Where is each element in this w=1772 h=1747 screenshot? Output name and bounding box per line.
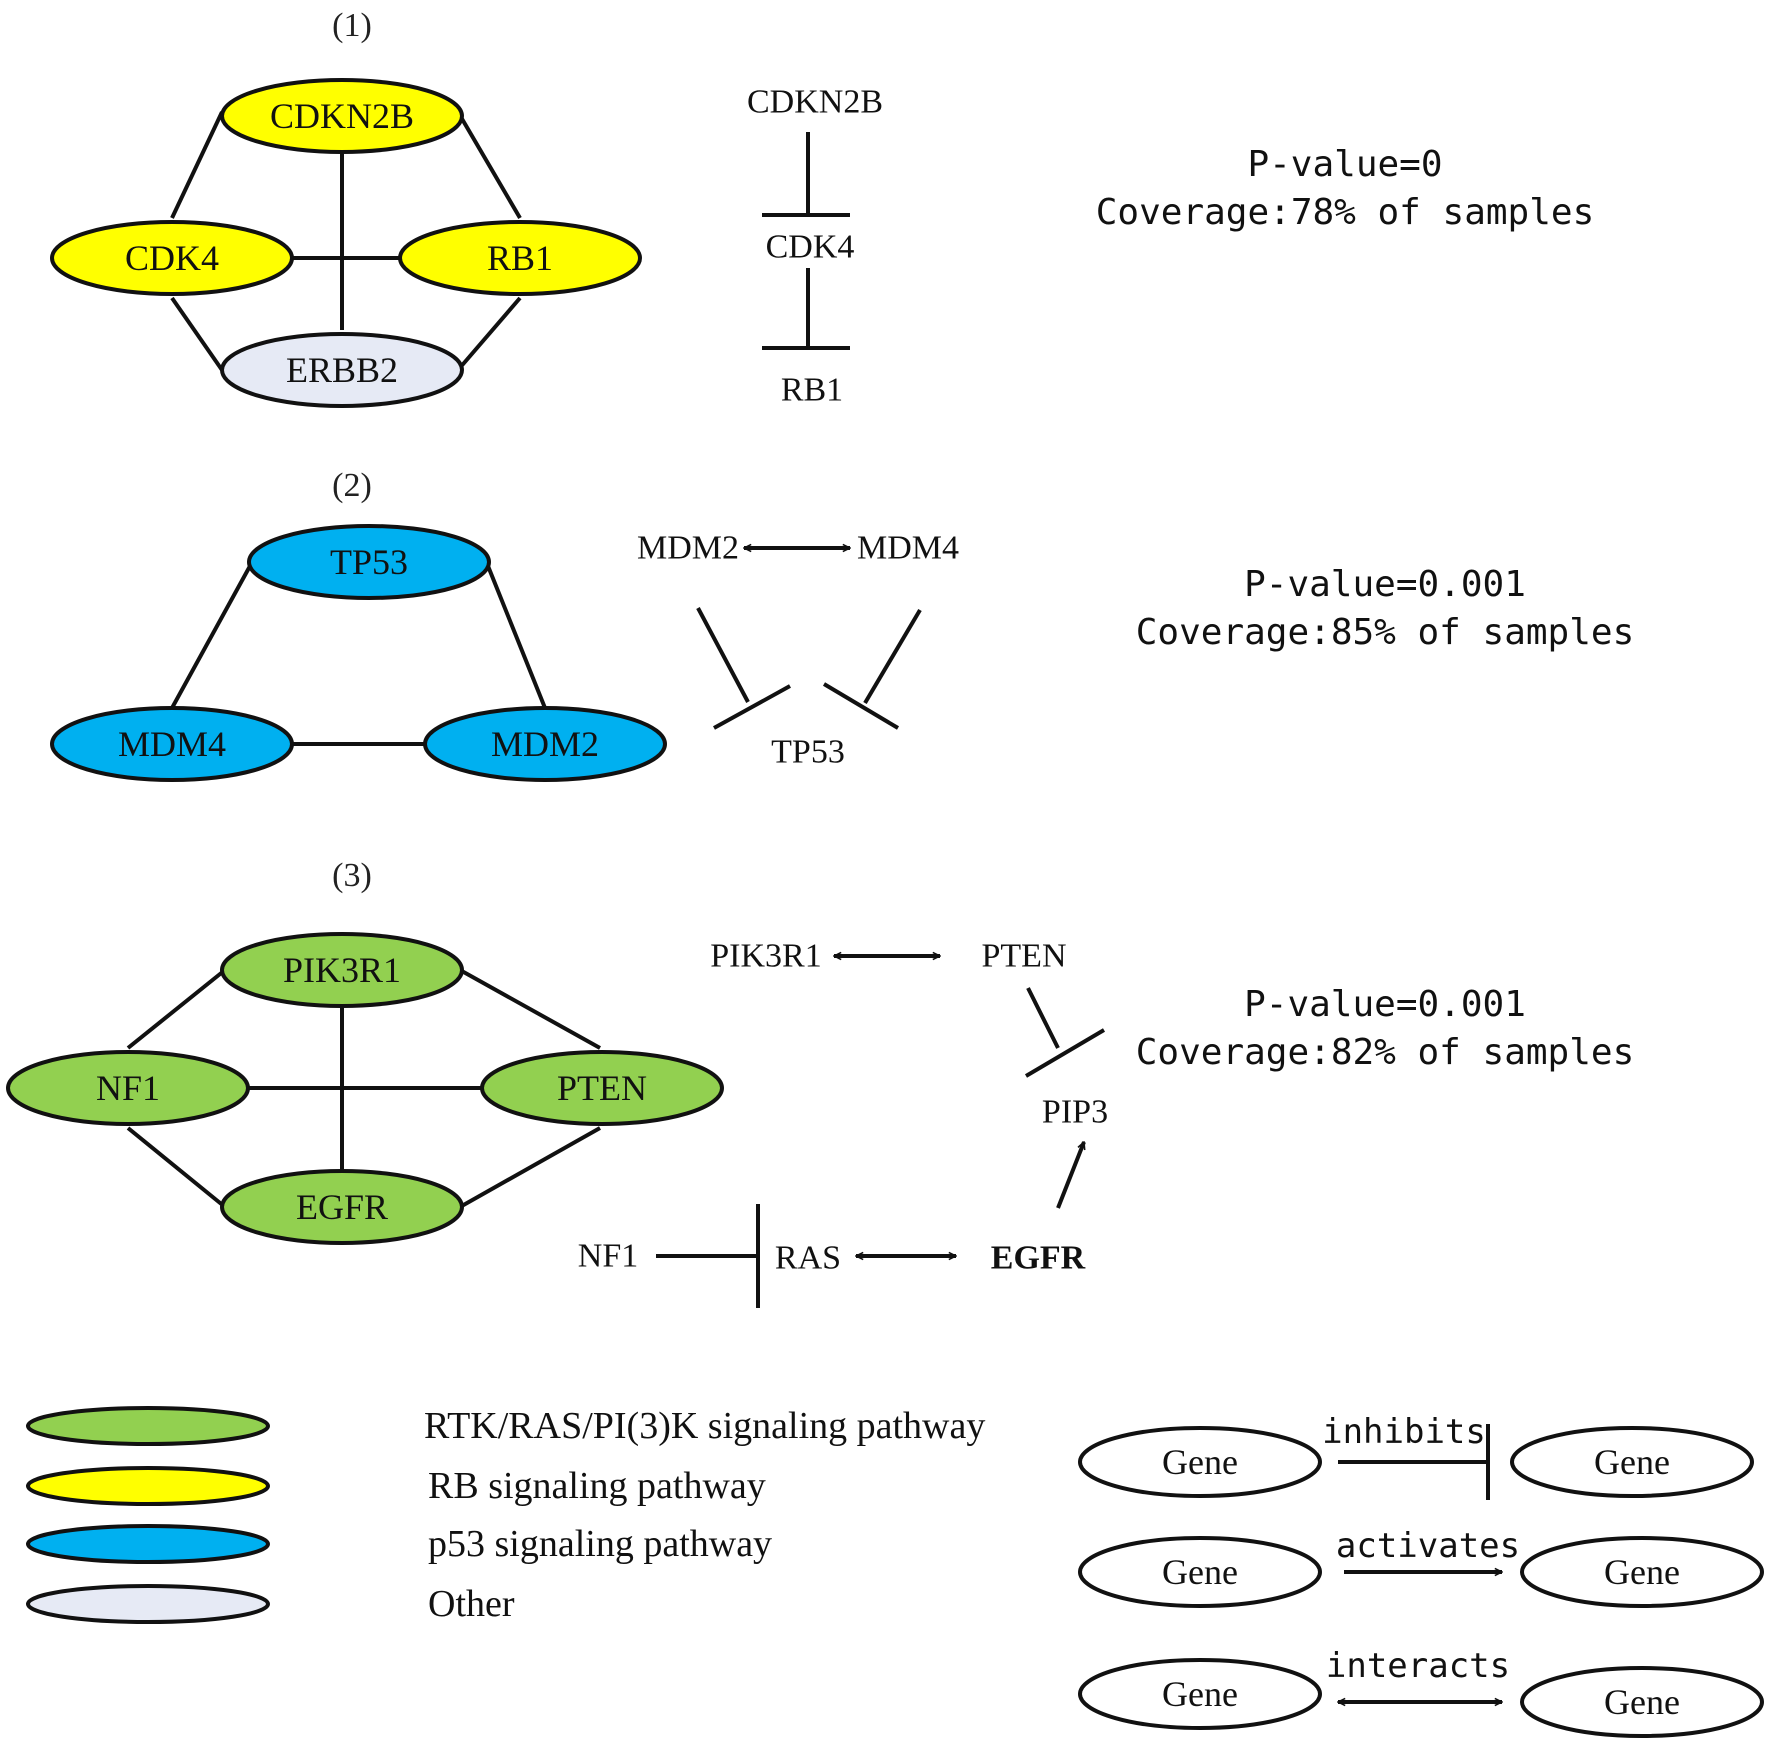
legend-activate-source-label: Gene xyxy=(1162,1552,1238,1592)
pathway-mdm2-label: MDM2 xyxy=(637,530,739,567)
inhibit-bar-tp53-right xyxy=(822,682,900,730)
node-pik3r1-label: PIK3R1 xyxy=(283,950,401,990)
legend-activate-target-label: Gene xyxy=(1604,1552,1680,1592)
pathway-cdk4-label: CDK4 xyxy=(766,229,855,266)
panel-2-network: TP53 MDM4 MDM2 xyxy=(50,524,667,782)
panel-2-pathway: MDM2 MDM4 TP53 xyxy=(637,530,959,771)
node-cdkn2b-label: CDKN2B xyxy=(270,96,414,136)
panel-3-pvalue: P-value=0.001 xyxy=(1244,984,1526,1025)
inhibit-mdm4-tp53 xyxy=(863,608,922,705)
legend-interact-target xyxy=(1520,1666,1764,1738)
panel-1-coverage: Coverage:78% of samples xyxy=(1096,192,1595,233)
edge-pten-egfr xyxy=(459,1126,601,1209)
panel-3-pathway: PIK3R1 PTEN PIP3 NF1 RAS EGFR xyxy=(578,938,1108,1308)
pathway-pip3-label: PIP3 xyxy=(1042,1094,1108,1131)
node-pik3r1 xyxy=(220,932,464,1008)
inhibit-mdm2-tp53 xyxy=(696,607,750,703)
panel-3: (3) PIK3R1 NF1 PTEN EGFR PIK3R1 PTEN PIP… xyxy=(6,857,1635,1308)
pathway-egfr-label: EGFR xyxy=(991,1240,1086,1277)
panel-1-stats: P-value=0 Coverage:78% of samples xyxy=(1096,144,1595,233)
legend-label-other: Other xyxy=(428,1583,515,1625)
node-tp53-label: TP53 xyxy=(330,542,408,582)
node-tp53 xyxy=(247,524,491,600)
legend-interact-source-label: Gene xyxy=(1162,1674,1238,1714)
node-pten-label: PTEN xyxy=(557,1068,647,1108)
panel-2-coverage: Coverage:85% of samples xyxy=(1136,612,1635,653)
panel-2-pvalue: P-value=0.001 xyxy=(1244,564,1526,605)
node-nf1 xyxy=(6,1050,250,1126)
pathway-ras-label: RAS xyxy=(775,1240,841,1277)
panel-1-pathway: CDKN2B CDK4 RB1 xyxy=(747,84,883,409)
node-mdm2 xyxy=(423,706,667,782)
panel-3-coverage: Coverage:82% of samples xyxy=(1136,1032,1635,1073)
pathway-legend: RTK/RAS/PI(3)K signaling pathway RB sign… xyxy=(26,1405,985,1625)
inhibit-bar-pip3 xyxy=(1024,1028,1106,1078)
panel-1-label: (1) xyxy=(332,7,372,44)
node-erbb2-label: ERBB2 xyxy=(286,350,398,390)
legend-interact-target-label: Gene xyxy=(1604,1682,1680,1722)
edge-rb1-erbb2 xyxy=(456,296,522,372)
node-egfr xyxy=(220,1169,464,1245)
panel-3-network: PIK3R1 NF1 PTEN EGFR xyxy=(6,932,724,1245)
legend-activate-label: activates xyxy=(1336,1526,1520,1566)
panel-2-stats: P-value=0.001 Coverage:85% of samples xyxy=(1136,564,1635,653)
node-mdm4 xyxy=(50,706,294,782)
panel-1: (1) CDKN2B CDK4 RB1 ERBB2 CDKN2B CDK4 RB… xyxy=(50,7,1595,409)
edge-nf1-egfr xyxy=(126,1126,227,1209)
legend-interact-label: interacts xyxy=(1326,1646,1510,1686)
legend-inhibit-target-label: Gene xyxy=(1594,1442,1670,1482)
legend-swatch-rb xyxy=(26,1466,270,1506)
panel-2: (2) TP53 MDM4 MDM2 MDM2 MDM4 TP53 P-valu… xyxy=(50,467,1635,782)
node-rb1-label: RB1 xyxy=(487,238,553,278)
panel-1-network: CDKN2B CDK4 RB1 ERBB2 xyxy=(50,78,642,408)
node-erbb2 xyxy=(220,332,464,408)
pathway-tp53-label: TP53 xyxy=(771,734,845,771)
node-cdk4-label: CDK4 xyxy=(125,238,219,278)
node-cdkn2b xyxy=(220,78,464,154)
legend-swatch-other xyxy=(26,1584,270,1624)
pathway-rb1-label: RB1 xyxy=(781,372,843,409)
pathway-nf1-label: NF1 xyxy=(578,1238,638,1275)
legend-inhibit-label: inhibits xyxy=(1322,1412,1486,1452)
node-rb1 xyxy=(398,220,642,296)
edge-cdkn2b-rb1 xyxy=(456,110,522,220)
edge-tp53-mdm4 xyxy=(170,565,252,709)
panel-2-label: (2) xyxy=(332,467,372,504)
relation-legend: Gene inhibits Gene Gene activates Gene G… xyxy=(1078,1412,1764,1738)
legend-inhibit-target xyxy=(1510,1426,1754,1498)
node-egfr-label: EGFR xyxy=(296,1187,388,1227)
legend-activate-source xyxy=(1078,1536,1322,1608)
legend-label-p53: p53 signaling pathway xyxy=(428,1523,772,1565)
legend-label-rtk: RTK/RAS/PI(3)K signaling pathway xyxy=(424,1405,985,1447)
edge-cdkn2b-cdk4 xyxy=(170,111,224,219)
pathway-pten-label: PTEN xyxy=(982,938,1067,975)
node-cdk4 xyxy=(50,220,294,296)
edge-cdk4-erbb2 xyxy=(170,296,224,372)
legend-swatch-p53 xyxy=(26,1524,270,1564)
node-mdm2-label: MDM2 xyxy=(491,724,599,764)
edge-pik3r1-pten xyxy=(459,968,601,1050)
node-nf1-label: NF1 xyxy=(96,1068,160,1108)
legend-swatch-rtk xyxy=(26,1406,270,1446)
edge-pik3r1-nf1 xyxy=(126,968,227,1050)
pathway-mdm4-label: MDM4 xyxy=(857,530,959,567)
activate-egfr-pip3 xyxy=(1056,1142,1086,1209)
legend-activate-target xyxy=(1520,1536,1764,1608)
inhibit-pten-pip3 xyxy=(1026,987,1060,1049)
inhibit-bar-tp53-left xyxy=(713,684,791,730)
pathway-cdkn2b-label: CDKN2B xyxy=(747,84,883,121)
panel-1-pvalue: P-value=0 xyxy=(1247,144,1442,185)
legend-label-rb: RB signaling pathway xyxy=(428,1465,766,1507)
panel-3-label: (3) xyxy=(332,857,372,894)
legend-inhibit-source xyxy=(1078,1426,1322,1498)
edge-tp53-mdm2 xyxy=(486,565,547,709)
pathway-pik3r1-label: PIK3R1 xyxy=(710,938,821,975)
legend-interact-source xyxy=(1078,1658,1322,1730)
node-pten xyxy=(480,1050,724,1126)
legend-inhibit-source-label: Gene xyxy=(1162,1442,1238,1482)
node-mdm4-label: MDM4 xyxy=(118,724,226,764)
panel-3-stats: P-value=0.001 Coverage:82% of samples xyxy=(1136,984,1635,1073)
